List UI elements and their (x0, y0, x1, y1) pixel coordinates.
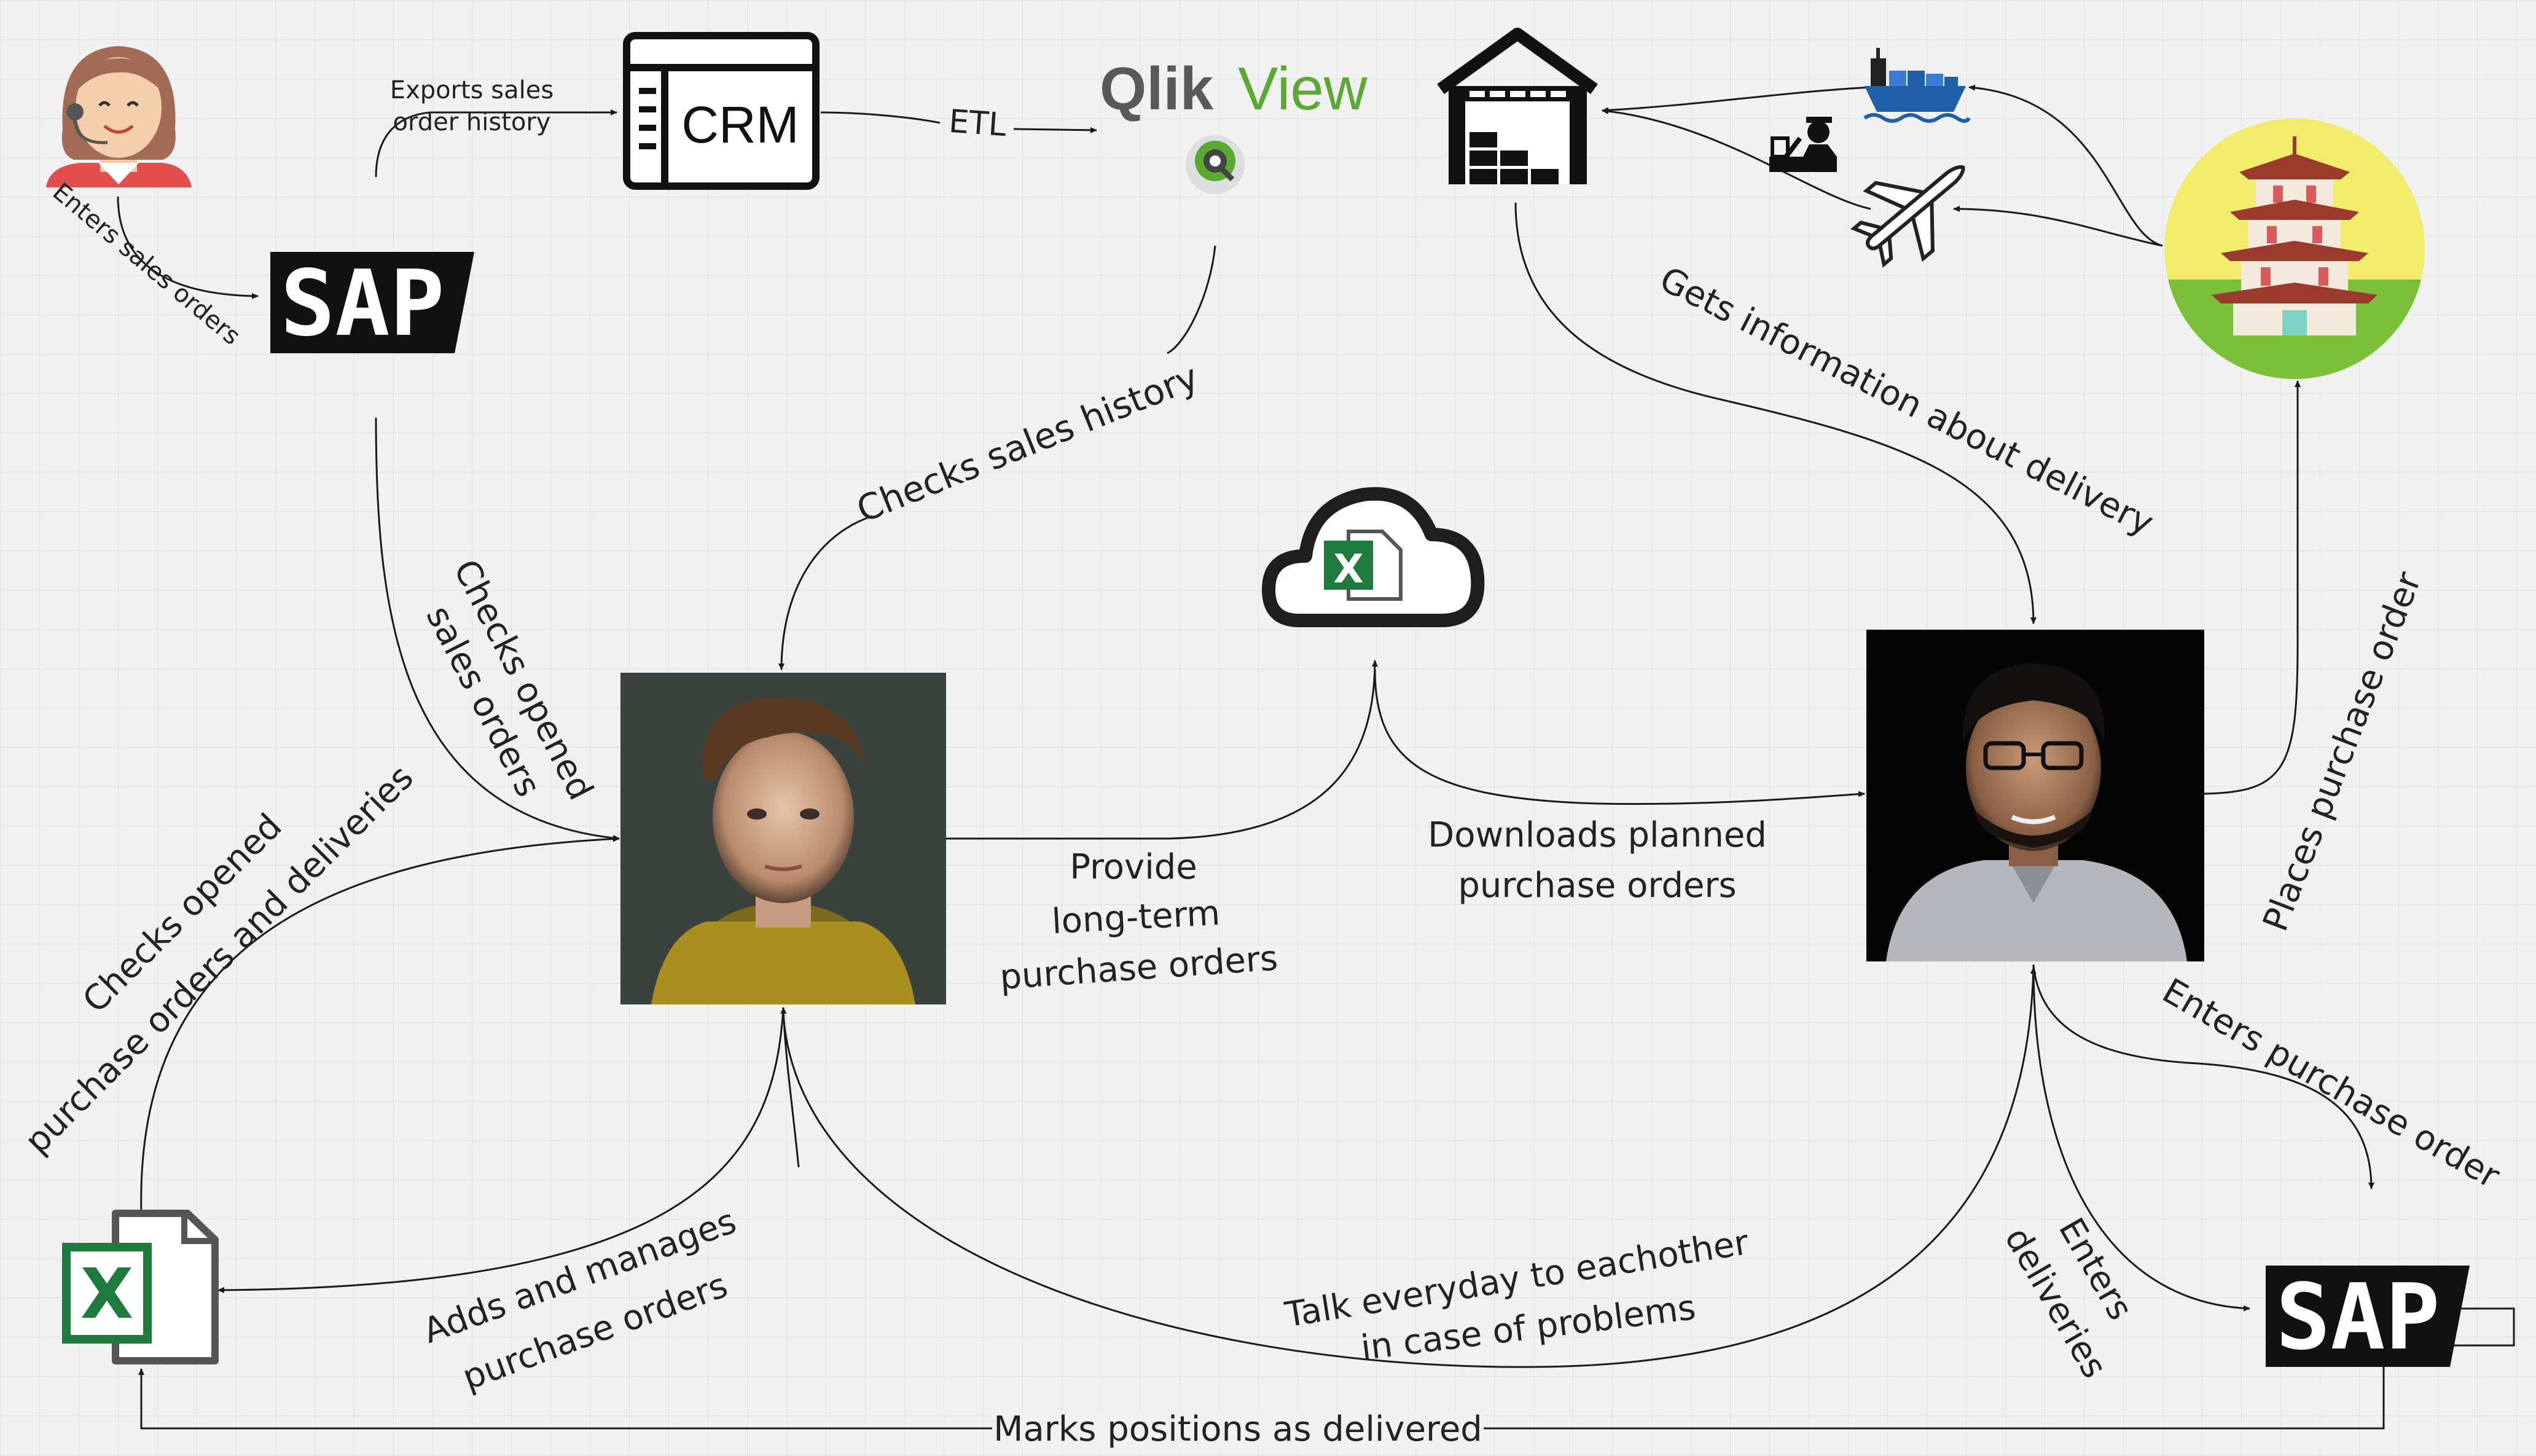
label-places-purchase-order: Places purchase order (2255, 566, 2429, 936)
label-exports-2: order history (393, 108, 551, 136)
sap-logo-left: SAP (270, 251, 474, 356)
excel-file-letter: X (80, 1254, 133, 1334)
sap-logo-right: SAP (2266, 1264, 2470, 1370)
edge-checks-sales-history (1167, 245, 1216, 354)
edge-plane-warehouse (1602, 108, 1871, 210)
edge-pagoda-plane (1953, 206, 2163, 247)
edge-exports-sales-history (375, 109, 617, 178)
edge-talk-everyday (782, 967, 2037, 1368)
edge-enters-deliveries (2032, 964, 2250, 1312)
sales-agent-avatar (46, 46, 192, 187)
label-provide-1: Provide (1070, 847, 1197, 887)
buyer-photo (1866, 630, 2204, 961)
qlik-label: Qlik (1100, 55, 1214, 122)
label-enters-purchase-order: Enters purchase order (2156, 971, 2507, 1197)
edge-gets-delivery-info (1514, 202, 2037, 624)
label-provide-3: purchase orders (998, 938, 1279, 997)
label-checks-opened-po-2: purchase orders and deliveries (17, 757, 421, 1162)
label-provide-2: long-term (1051, 893, 1221, 942)
edge-talk-everyday-start (780, 1007, 800, 1168)
edge-pagoda-ship (1968, 84, 2163, 247)
planner-photo (620, 673, 946, 1004)
edge-checks-opened-purchase-orders (140, 836, 620, 1214)
label-marks-delivered: Marks positions as delivered (993, 1409, 1482, 1449)
edge-enters-purchase-order (2032, 964, 2374, 1189)
pagoda-icon (2164, 119, 2425, 379)
edge-ship-warehouse (1602, 86, 1871, 114)
label-downloads-2: purchase orders (1458, 866, 1736, 906)
airplane-icon (1850, 165, 1965, 268)
edge-provide-long-term (946, 660, 1378, 840)
cloud-excel-icon: X (1262, 487, 1485, 627)
edge-enters-sales-orders (117, 196, 259, 299)
edge-checks-opened-sales-orders (375, 417, 620, 841)
edge-places-purchase-order (2204, 380, 2301, 795)
sap-left-label: SAP (280, 251, 444, 356)
label-etl: ETL (947, 103, 1008, 144)
edge-checks-sales-history-tail (778, 515, 873, 670)
edge-etl-tail (1013, 127, 1097, 133)
sap-right-label: SAP (2276, 1264, 2440, 1370)
cargo-ship-icon (1863, 48, 1971, 123)
label-exports-1: Exports sales (390, 76, 554, 104)
crm-window-icon: CRM (623, 32, 820, 190)
excel-file-icon: X (62, 1210, 219, 1364)
edge-etl (820, 111, 941, 124)
label-checks-sales-history: Checks sales history (851, 356, 1204, 531)
edge-downloads-planned (1374, 669, 1865, 805)
qlikview-logo: Qlik View (1100, 55, 1368, 194)
warehouse-icon (1437, 28, 1598, 184)
crm-label: CRM (681, 96, 799, 154)
edge-adds-manages-purchase-orders (217, 1007, 785, 1293)
cloud-excel-letter: X (1333, 547, 1363, 592)
customs-officer-icon (1769, 117, 1837, 172)
label-enters-sales-orders: Enters sales orders (47, 178, 246, 350)
view-label: View (1238, 55, 1368, 122)
label-downloads-1: Downloads planned (1428, 815, 1767, 855)
